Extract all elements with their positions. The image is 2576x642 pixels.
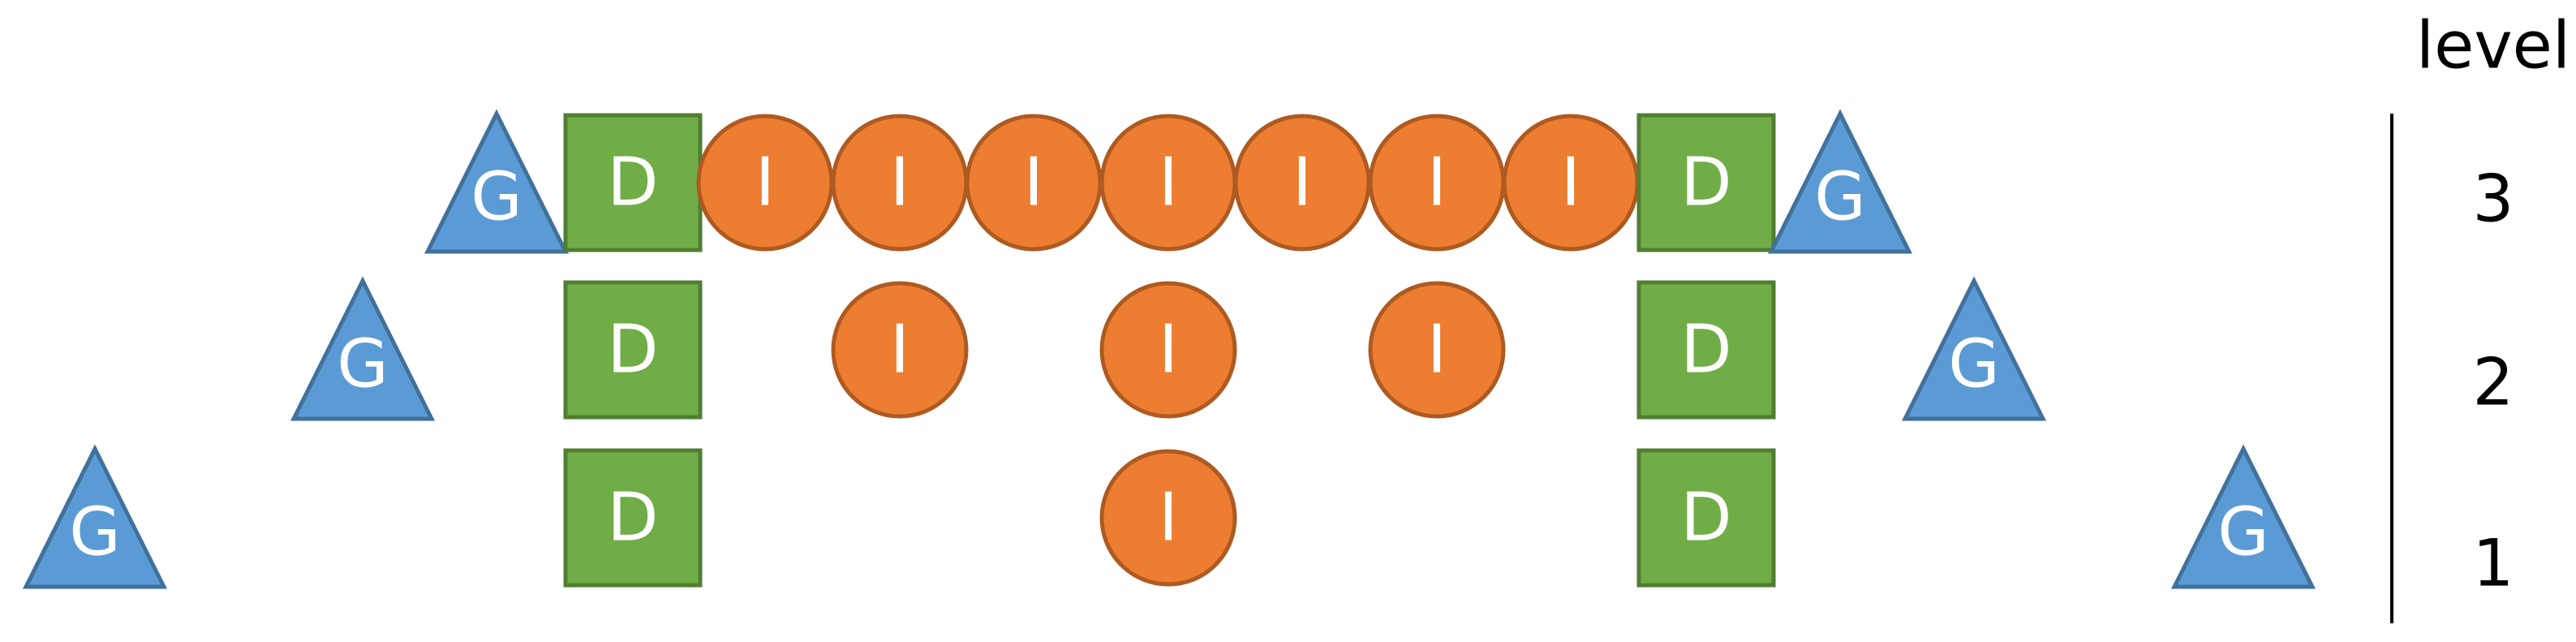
node-label: I (1427, 144, 1447, 222)
triangle-node-level-3-1: G (424, 109, 570, 254)
circle-node-level-3-4: I (831, 114, 969, 252)
node-label: I (1561, 144, 1580, 222)
level-number-3: 3 (2473, 162, 2514, 237)
circle-node-level-3-7: I (1233, 114, 1371, 252)
square-node-level-1-4: D (1636, 448, 1776, 588)
triangle-shape (1901, 276, 2047, 421)
node-label: I (890, 312, 910, 389)
square-node-level-3-2: D (563, 113, 703, 252)
level-axis-title: level (2416, 8, 2570, 84)
triangle-node-level-3-11: G (1767, 109, 1913, 254)
triangle-shape (424, 109, 570, 254)
node-label: I (1159, 480, 1178, 557)
triangle-shape (290, 276, 436, 421)
square-shape (1636, 448, 1776, 588)
node-label: D (1680, 480, 1731, 557)
node-label: I (1024, 144, 1043, 222)
triangle-node-level-1-1: G (22, 444, 168, 589)
square-node-level-3-10: D (1636, 113, 1776, 252)
node-label: G (69, 494, 121, 571)
level-number-2: 2 (2473, 345, 2514, 420)
circle-node-level-3-6: I (1099, 114, 1237, 252)
node-label: G (1948, 326, 2000, 403)
level-number-1: 1 (2473, 526, 2514, 601)
circle-shape (1099, 449, 1237, 587)
node-label: G (2217, 494, 2269, 571)
square-shape (1636, 280, 1776, 420)
node-label: D (607, 480, 658, 557)
circle-node-level-3-8: I (1368, 114, 1506, 252)
circle-node-level-3-3: I (696, 114, 834, 252)
square-shape (563, 448, 703, 588)
triangle-shape (2170, 444, 2316, 589)
node-label: I (1427, 312, 1447, 389)
node-label: D (1680, 312, 1731, 389)
square-shape (563, 280, 703, 420)
square-node-level-2-6: D (1636, 280, 1776, 420)
circle-node-level-2-5: I (1368, 281, 1506, 419)
square-node-level-1-2: D (563, 448, 703, 588)
node-label: I (1292, 144, 1312, 222)
node-label: G (471, 159, 523, 236)
node-label: I (1159, 312, 1178, 389)
node-label: D (1680, 144, 1731, 222)
node-label: I (890, 144, 910, 222)
triangle-node-level-2-7: G (1901, 276, 2047, 421)
node-label: D (607, 312, 658, 389)
node-label: D (607, 144, 658, 222)
circle-node-level-2-3: I (831, 281, 969, 419)
circle-node-level-2-4: I (1099, 281, 1237, 419)
triangle-shape (1767, 109, 1913, 254)
triangle-shape (22, 444, 168, 589)
levels-layer: 3 2 1 (2473, 162, 2514, 601)
circle-shape (1099, 281, 1237, 419)
nodes-layer: G D I I I I I I I D G G D I I I D G G D I D G (22, 109, 2316, 589)
circle-shape (1368, 281, 1506, 419)
triangle-node-level-2-1: G (290, 276, 436, 421)
circle-node-level-3-9: I (1502, 114, 1640, 252)
circle-node-level-1-3: I (1099, 449, 1237, 587)
circle-node-level-3-5: I (965, 114, 1103, 252)
square-shape (1636, 113, 1776, 252)
square-node-level-2-2: D (563, 280, 703, 420)
node-label: I (755, 144, 775, 222)
triangle-node-level-1-5: G (2170, 444, 2316, 589)
node-label: G (1814, 159, 1866, 236)
circle-shape (831, 281, 969, 419)
node-label: I (1159, 144, 1178, 222)
node-label: G (337, 326, 389, 403)
